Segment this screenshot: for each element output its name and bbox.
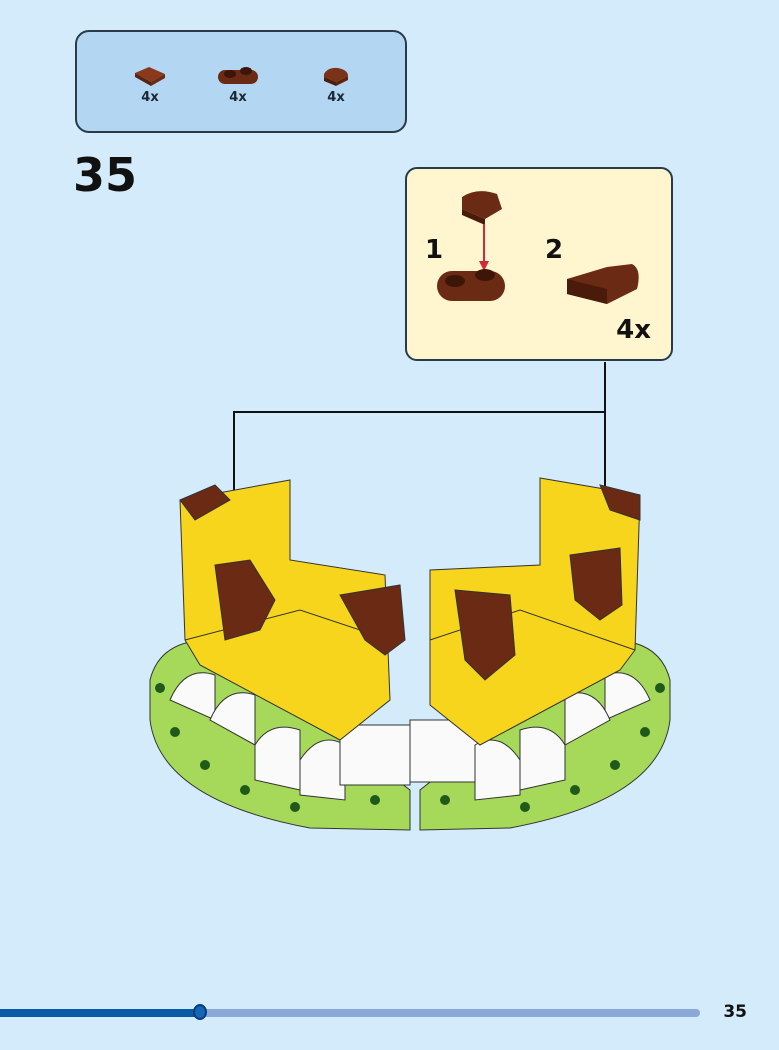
sub-assembly-illustration [437, 191, 639, 304]
part-qty: 4x [229, 90, 247, 105]
brown-plate-icon [218, 67, 258, 84]
page-progress-slider[interactable] [0, 1004, 700, 1020]
brown-tile-icon [135, 67, 165, 86]
progress-thumb[interactable] [193, 1004, 208, 1020]
sub-step-2-label: 2 [545, 235, 564, 265]
yellow-walls [179, 477, 641, 746]
part-tile-1x1: 4x [125, 64, 175, 105]
model-illustration [149, 362, 671, 831]
part-qty: 4x [327, 90, 345, 105]
sub-assembly-callout: 1 2 4x [405, 167, 673, 361]
page-number: 35 [723, 1002, 747, 1022]
brown-tiles [179, 484, 641, 681]
parts-list-box: 4x 4x 4x [75, 30, 407, 133]
part-tile-quarter-round: 4x [311, 64, 361, 105]
sub-assembly-qty: 4x [616, 315, 651, 345]
sub-step-1-label: 1 [425, 235, 444, 265]
brown-quarter-tile-icon [324, 67, 348, 86]
step-number: 35 [73, 148, 138, 202]
studs [155, 683, 665, 812]
part-qty: 4x [141, 90, 159, 105]
part-plate-1x2-rounded: 4x [213, 64, 263, 105]
progress-fill [0, 1009, 201, 1017]
